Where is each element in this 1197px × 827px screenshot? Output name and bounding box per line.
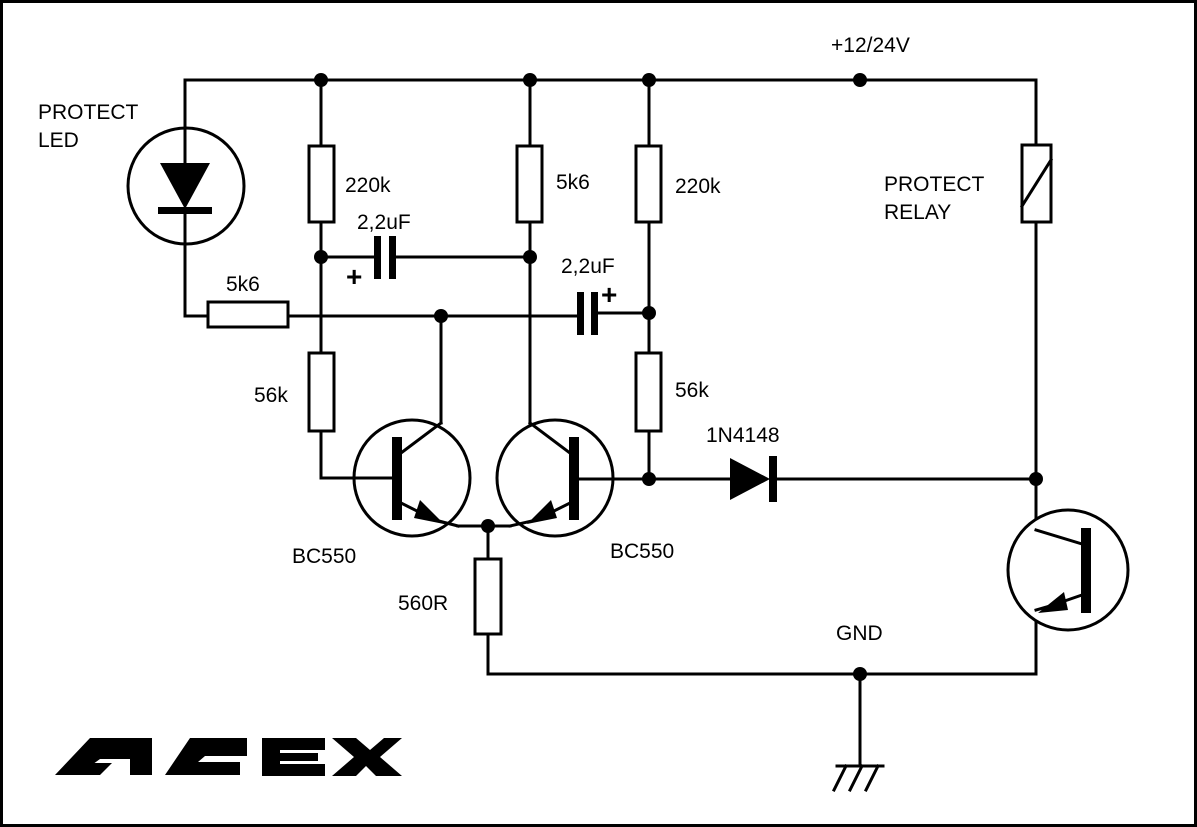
transistor-left bbox=[352, 418, 472, 538]
relay-symbol bbox=[1019, 143, 1054, 224]
resistor-56k-right-label: 56k bbox=[675, 379, 709, 402]
transistor-left-label: BC550 bbox=[292, 545, 356, 568]
transistor-right bbox=[495, 418, 615, 538]
ground-symbol bbox=[831, 763, 885, 793]
resistor-5k6-led-label: 5k6 bbox=[226, 273, 260, 296]
relay-label-line1: PROTECT bbox=[884, 173, 985, 196]
resistor-220k-left bbox=[307, 144, 336, 224]
resistors bbox=[206, 144, 663, 636]
resistor-560r-label: 560R bbox=[398, 592, 448, 615]
diode-label: 1N4148 bbox=[706, 424, 780, 447]
capacitor-left-value: 2,2uF bbox=[357, 211, 411, 234]
capacitor-right-polarity: + bbox=[601, 279, 617, 310]
ground-label: GND bbox=[836, 622, 883, 645]
resistor-56k-right bbox=[634, 351, 663, 433]
apex-logo bbox=[55, 738, 402, 776]
capacitor-left bbox=[374, 236, 396, 279]
resistor-56k-left-label: 56k bbox=[254, 384, 288, 407]
resistor-56k-left bbox=[307, 351, 336, 433]
led-symbol bbox=[126, 126, 246, 247]
transistor-output bbox=[1006, 508, 1130, 632]
resistor-220k-right-label: 220k bbox=[675, 175, 721, 198]
resistor-560r bbox=[473, 557, 503, 636]
resistor-5k6-led bbox=[206, 300, 290, 329]
capacitor-left-polarity: + bbox=[346, 261, 362, 292]
resistor-5k6-mid-label: 5k6 bbox=[556, 171, 590, 194]
capacitor-right bbox=[577, 292, 598, 335]
led-label-line2: LED bbox=[38, 129, 79, 152]
supply-voltage-label: +12/24V bbox=[831, 34, 910, 57]
resistor-220k-left-label: 220k bbox=[345, 174, 391, 197]
junction-dots bbox=[314, 73, 1043, 681]
resistor-5k6-mid bbox=[515, 144, 544, 224]
diode-1n4148 bbox=[730, 456, 777, 502]
labels: +12/24V PROTECT LED 220k 5k6 220k PROTEC… bbox=[38, 34, 985, 645]
transistor-right-label: BC550 bbox=[610, 540, 674, 563]
relay-label-line2: RELAY bbox=[884, 201, 951, 224]
resistor-220k-right bbox=[634, 144, 663, 224]
led-label-line1: PROTECT bbox=[38, 101, 139, 124]
capacitor-right-value: 2,2uF bbox=[561, 255, 615, 278]
